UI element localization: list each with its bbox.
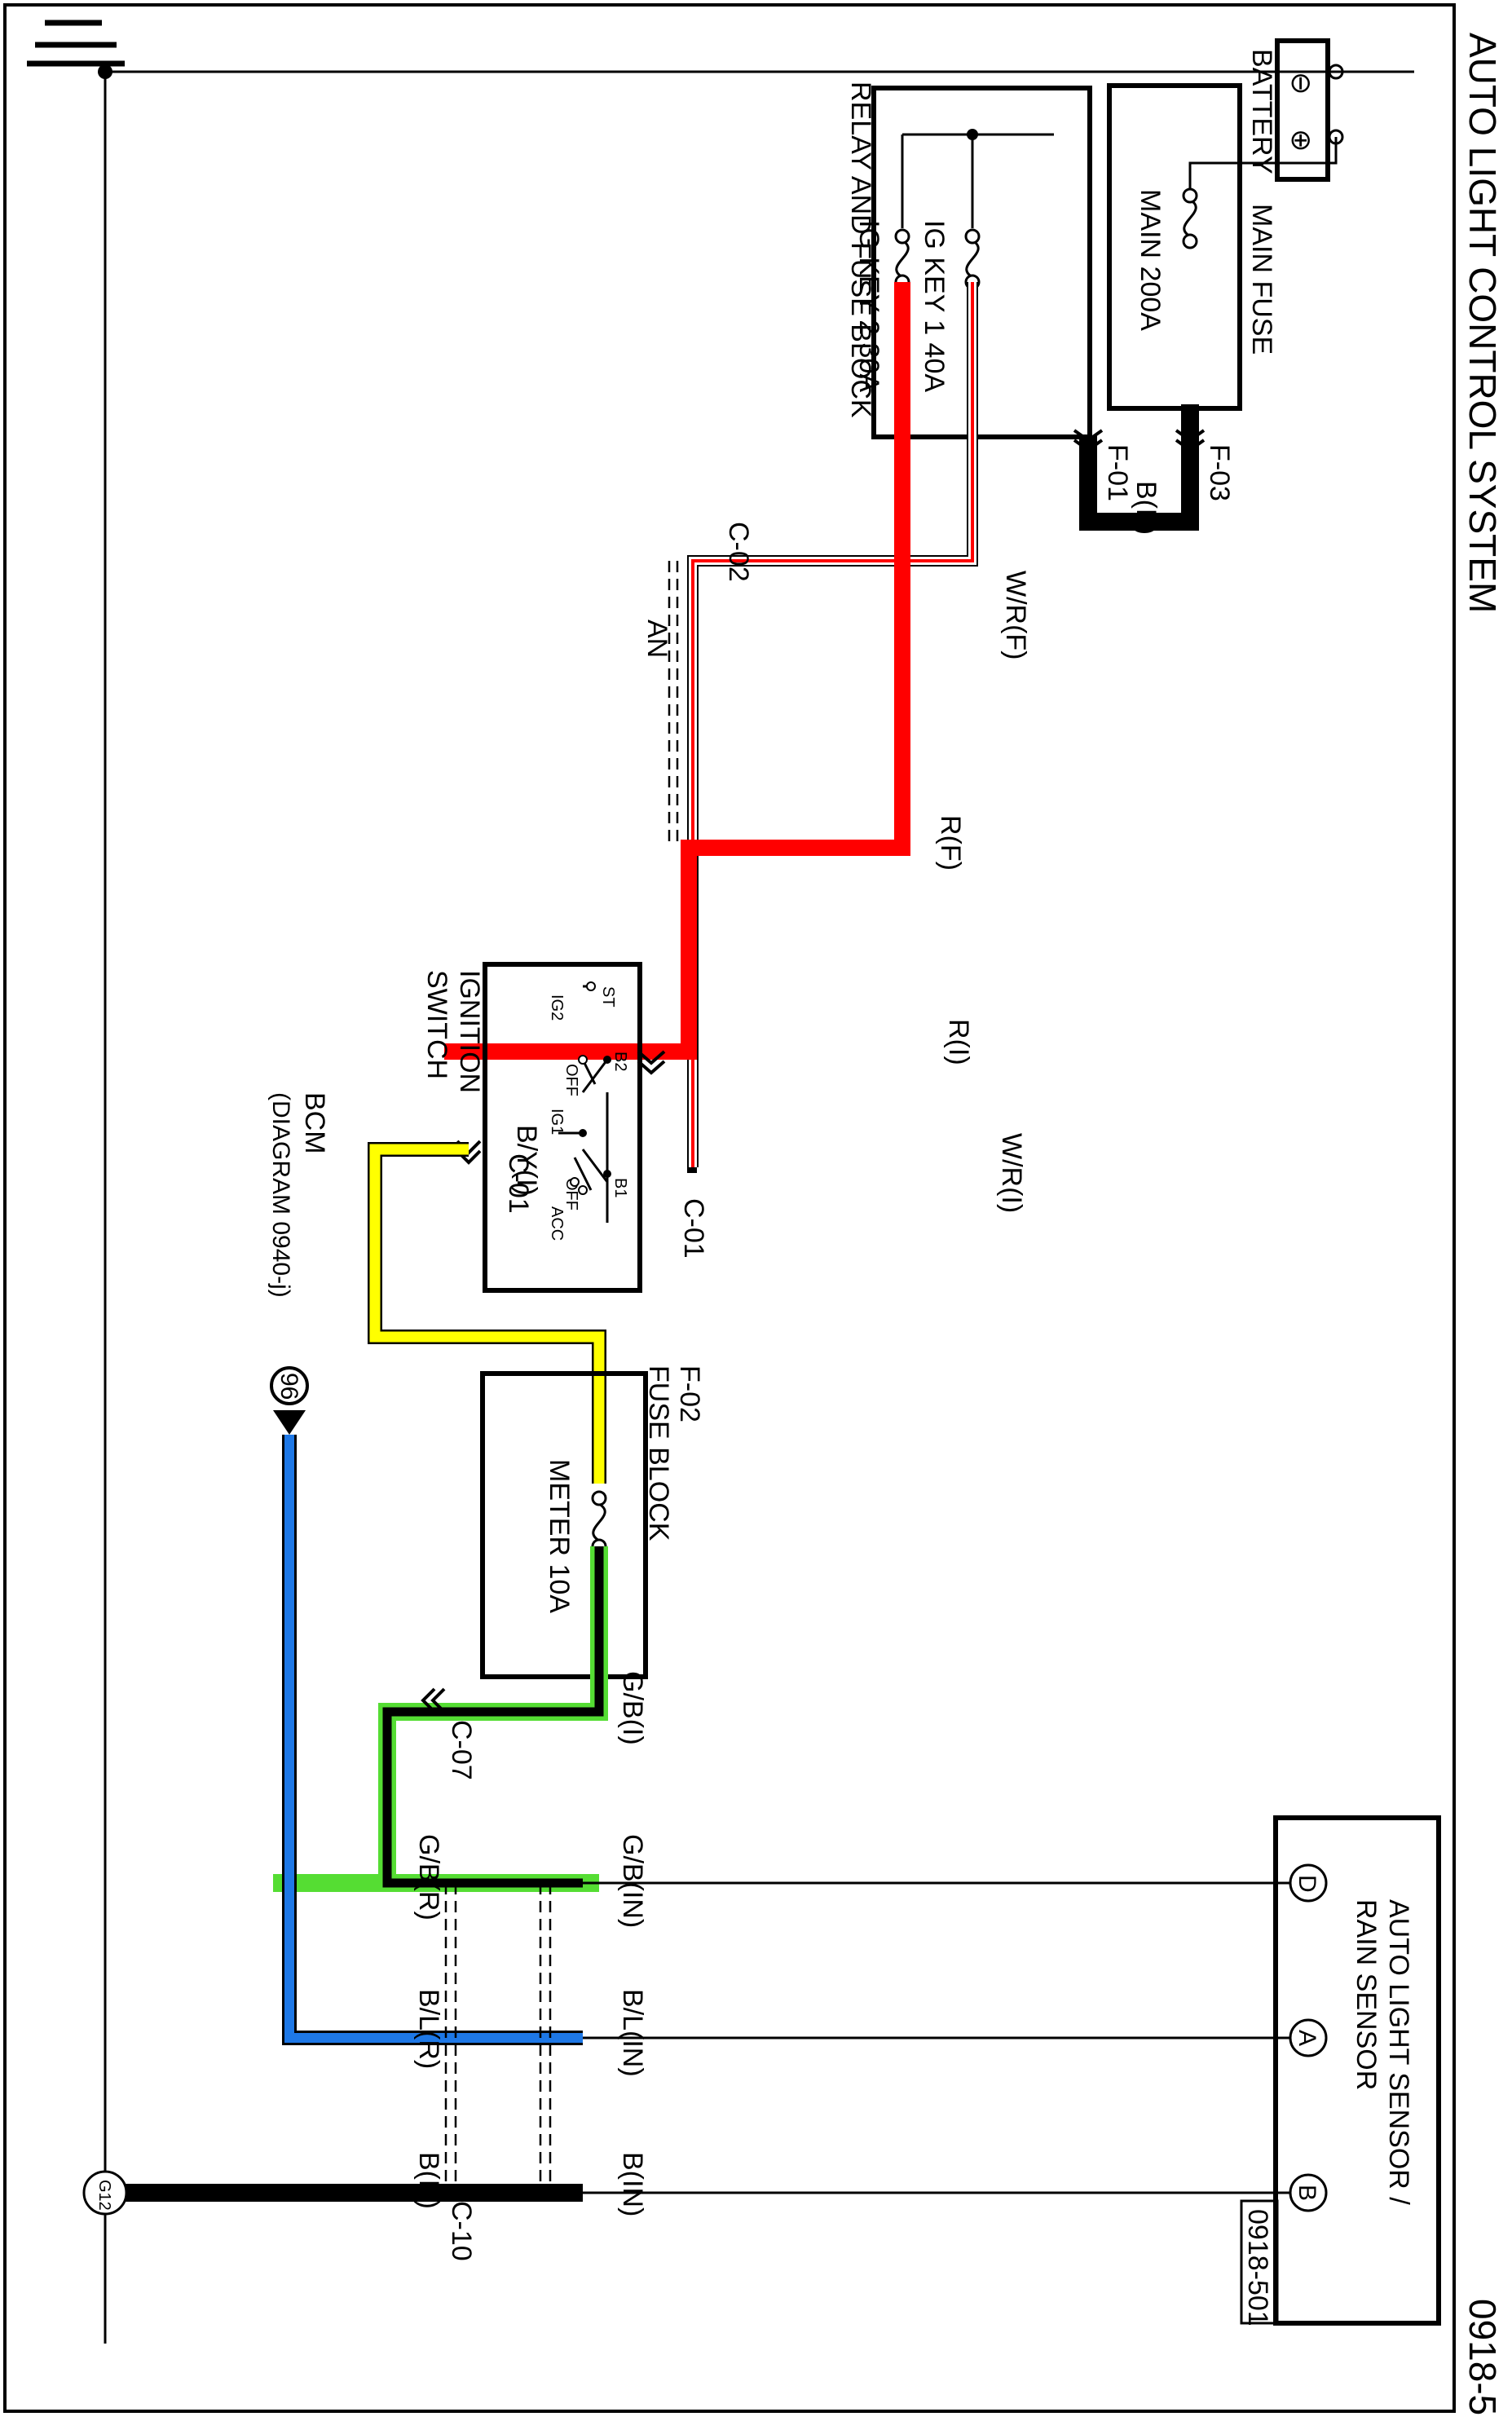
sensor-pin-a-label: A	[1294, 2030, 1320, 2046]
sensor-label-2: RAIN SENSOR	[1351, 1899, 1382, 2090]
connector-c10-label: C-10	[446, 2201, 477, 2261]
wire-blr-label: B/L(R)	[413, 1989, 444, 2069]
bcm-arrow-icon	[273, 1410, 306, 1435]
connector-f01	[1073, 429, 1104, 452]
page-number: 0918-5	[1461, 2299, 1504, 2415]
connector-c01-top-label: C-01	[678, 1198, 709, 1259]
switch-ig1-contact	[579, 1129, 587, 1137]
ground-symbol	[27, 20, 125, 67]
fuse-block-box	[480, 1371, 648, 1679]
wire-bin-label: B(IN)	[617, 2152, 648, 2216]
switch-ig1-label: IG1	[548, 1109, 566, 1135]
wire-blin-label: B/L(IN)	[617, 1989, 648, 2077]
wire-gb	[382, 1546, 604, 1888]
wire-bl	[284, 1435, 583, 2043]
wire-byi-label: B/Y(I)	[511, 1125, 542, 1196]
main-fuse-term-b	[1182, 233, 1198, 249]
ig-key1-fuse-symbol	[965, 239, 980, 279]
page-title: AUTO LIGHT CONTROL SYSTEM	[1461, 33, 1504, 613]
wire-bf-label: B(F)	[1131, 481, 1162, 535]
wire-gbr-label: G/B(R)	[413, 1834, 444, 1920]
connector-f01-label: F-01	[1102, 444, 1133, 501]
switch-off1-label: OFF	[562, 1064, 580, 1096]
battery-box	[1275, 38, 1330, 182]
wire-rf-main	[444, 282, 910, 1060]
ig-key2-fuse-symbol	[895, 239, 910, 279]
bcm-ref-label: (DIAGRAM 0940-j)	[267, 1092, 294, 1298]
relay-fuse-block-box	[871, 86, 1092, 439]
ignition-switch-label-1: IGNITION	[454, 970, 485, 1093]
wire-gbi-label: G/B(I)	[617, 1671, 648, 1745]
switch-off1-contact	[578, 1055, 588, 1065]
switch-acc-label: ACC	[548, 1206, 566, 1241]
bcm-pin-circle	[270, 1366, 309, 1405]
sensor-pin-d-label: D	[1294, 1875, 1320, 1893]
main-fuse-box	[1107, 83, 1242, 411]
ignition-switch-label-2: SWITCH	[421, 970, 452, 1079]
switch-acc-contact	[578, 1185, 588, 1195]
switch-b2-label: B2	[611, 1052, 629, 1071]
connector-c01-bottom-label: C-01	[503, 1153, 534, 1214]
connector-c02-label: C-02	[723, 522, 754, 582]
sensor-pin-b-label: B	[1294, 2185, 1320, 2201]
battery-pos-wire	[1188, 137, 1338, 192]
connector-f02-label: F-02	[674, 1365, 705, 1422]
wire-ri-label: R(I)	[943, 1019, 974, 1065]
connector-f03-label: F-03	[1204, 444, 1235, 501]
connector-f03	[1175, 429, 1206, 452]
wire-bf	[1079, 404, 1199, 531]
ground-g12-label: G12	[95, 2180, 113, 2211]
ig-key1-label: IG KEY 1 40A	[919, 220, 950, 392]
connector-c07-label: C-07	[446, 1720, 477, 1780]
wire-rf-label: R(F)	[935, 815, 966, 871]
ig-key1-term-a	[964, 228, 981, 245]
switch-st-contact	[586, 981, 596, 991]
wire-br-label: B(R)	[413, 2152, 444, 2209]
main-fuse-term-a	[1182, 187, 1198, 204]
wire-by	[369, 1144, 605, 1484]
sensor-box	[1273, 1815, 1441, 2326]
figure-id: 0918-501	[1242, 2209, 1273, 2326]
meter-fuse-label: METER 10A	[544, 1459, 575, 1613]
connector-c10-dash	[539, 1883, 552, 2193]
switch-b2-contact	[603, 1056, 611, 1064]
wire-wr-white	[689, 282, 976, 1167]
relay-bus-dot	[967, 129, 978, 140]
ignition-switch-box	[483, 962, 642, 1293]
switch-st-label: ST	[599, 986, 617, 1008]
main-fuse-label: MAIN 200A	[1135, 189, 1166, 331]
page-frame	[3, 3, 1456, 2413]
battery-plus-icon: ⊕	[1285, 129, 1316, 152]
bcm-pin-label: 96	[276, 1373, 302, 1400]
switch-b1-label: B1	[611, 1178, 629, 1197]
ig-key2-term-a	[894, 228, 910, 245]
connector-c07	[421, 1687, 446, 1713]
wire-bl-outline	[282, 1435, 583, 2045]
bcm-label: BCM	[299, 1092, 330, 1154]
ground-g12-circle	[82, 2170, 128, 2216]
battery-label: BATTERY	[1246, 49, 1277, 174]
wire-wrf-label: W/R(F)	[1000, 571, 1031, 660]
wire-gbin-label: G/B(IN)	[617, 1834, 648, 1928]
ig-key2-label: IG KEY 2 30A	[853, 220, 884, 392]
sensor-label-1: AUTO LIGHT SENSOR /	[1383, 1899, 1414, 2205]
meter-fuse-term-a	[591, 1490, 607, 1506]
wire-wr-red	[691, 282, 974, 1167]
meter-fuse-symbol	[592, 1502, 606, 1542]
switch-off2-contact	[570, 1177, 580, 1187]
switch-b1-contact	[603, 1170, 611, 1178]
wire-wri-label: W/R(I)	[996, 1133, 1027, 1213]
main-fuse-symbol	[1183, 198, 1197, 238]
fuse-block-label: FUSE BLOCK	[643, 1365, 674, 1541]
relay-fuse-block-label: RELAY AND FUSE BLOCK	[845, 82, 876, 418]
connector-c01-top	[637, 1050, 666, 1075]
main-fuse-block-label: MAIN FUSE	[1246, 204, 1277, 355]
connector-an-label: AN	[641, 620, 672, 658]
switch-ig2-label: IG2	[548, 994, 566, 1021]
relay-bus-wire	[901, 133, 1054, 228]
wire-wr-outline	[687, 282, 978, 1173]
battery-minus-icon: ⊖	[1285, 72, 1316, 95]
connector-c10-inner	[444, 1883, 457, 2193]
